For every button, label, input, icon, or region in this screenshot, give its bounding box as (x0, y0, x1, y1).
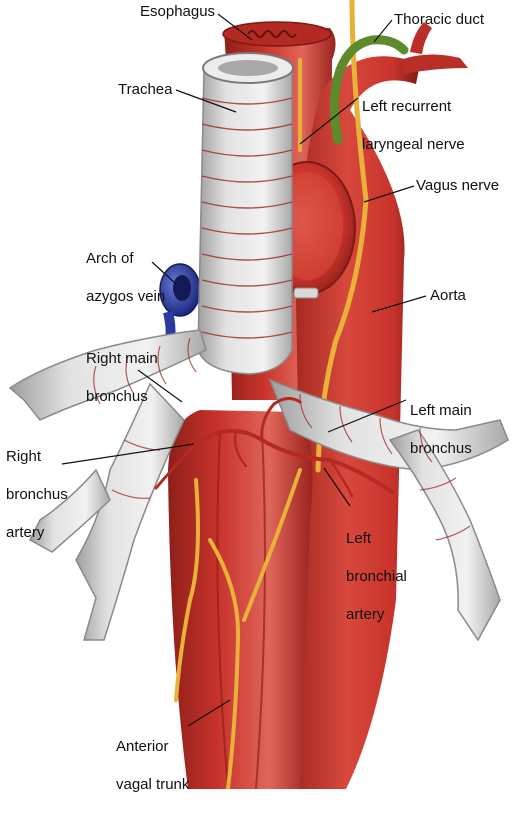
leader-anterior-vagal-trunk (187, 699, 231, 727)
leader-lines (61, 13, 427, 727)
label-right-main-bronchus: Right main bronchus (86, 350, 158, 405)
nerves (174, 0, 369, 789)
leader-esophagus (217, 13, 253, 41)
leader-right-main-bronchus (137, 369, 183, 403)
leader-left-recurrent (299, 97, 359, 145)
label-left-bronchial-artery: Left bronchial artery (346, 530, 407, 623)
label-arch-of-azygos-vein: Arch of azygos vein (86, 250, 166, 305)
label-aorta: Aorta (430, 287, 466, 304)
bronchial-arteries (154, 397, 394, 498)
leader-right-bronchus-artery (61, 443, 195, 465)
label-vagus-nerve: Vagus nerve (416, 177, 500, 194)
vagus-nerve-path (315, 0, 369, 473)
trachea (197, 52, 294, 375)
label-left-recurrent-laryngeal-nerve: Left recurrent laryngeal nerve (362, 98, 465, 153)
label-thoracic-duct: Thoracic duct (394, 11, 485, 28)
thoracic-duct (329, 35, 409, 145)
label-anterior-vagal-trunk: Anterior vagal trunk (116, 738, 190, 793)
label-esophagus: Esophagus (140, 3, 216, 20)
leader-aorta (371, 295, 427, 313)
right-branch (29, 468, 111, 553)
bronchi (8, 329, 509, 642)
leader-left-main-bronchus (327, 399, 407, 433)
anterior-vagal-trunk-path (174, 468, 302, 789)
leader-azygos (151, 261, 177, 285)
leader-vagus (363, 185, 415, 203)
label-right-bronchus-artery: Right bronchus artery (6, 448, 68, 541)
leader-thoracic-duct (373, 19, 393, 43)
left-main-bronchus (268, 378, 509, 471)
leader-left-bronchial-artery (323, 467, 351, 507)
anatomy-illustration: Esophagus Thoracic duct Trachea Left rec… (6, 0, 509, 793)
left-lower-bronchus (388, 429, 501, 642)
label-left-main-bronchus: Left main bronchus (410, 402, 472, 457)
anatomy-drawing (8, 0, 509, 789)
right-main-bronchus (8, 329, 207, 421)
lower-esophagus (168, 410, 313, 789)
leader-trachea (175, 89, 237, 113)
label-trachea: Trachea (118, 81, 173, 98)
